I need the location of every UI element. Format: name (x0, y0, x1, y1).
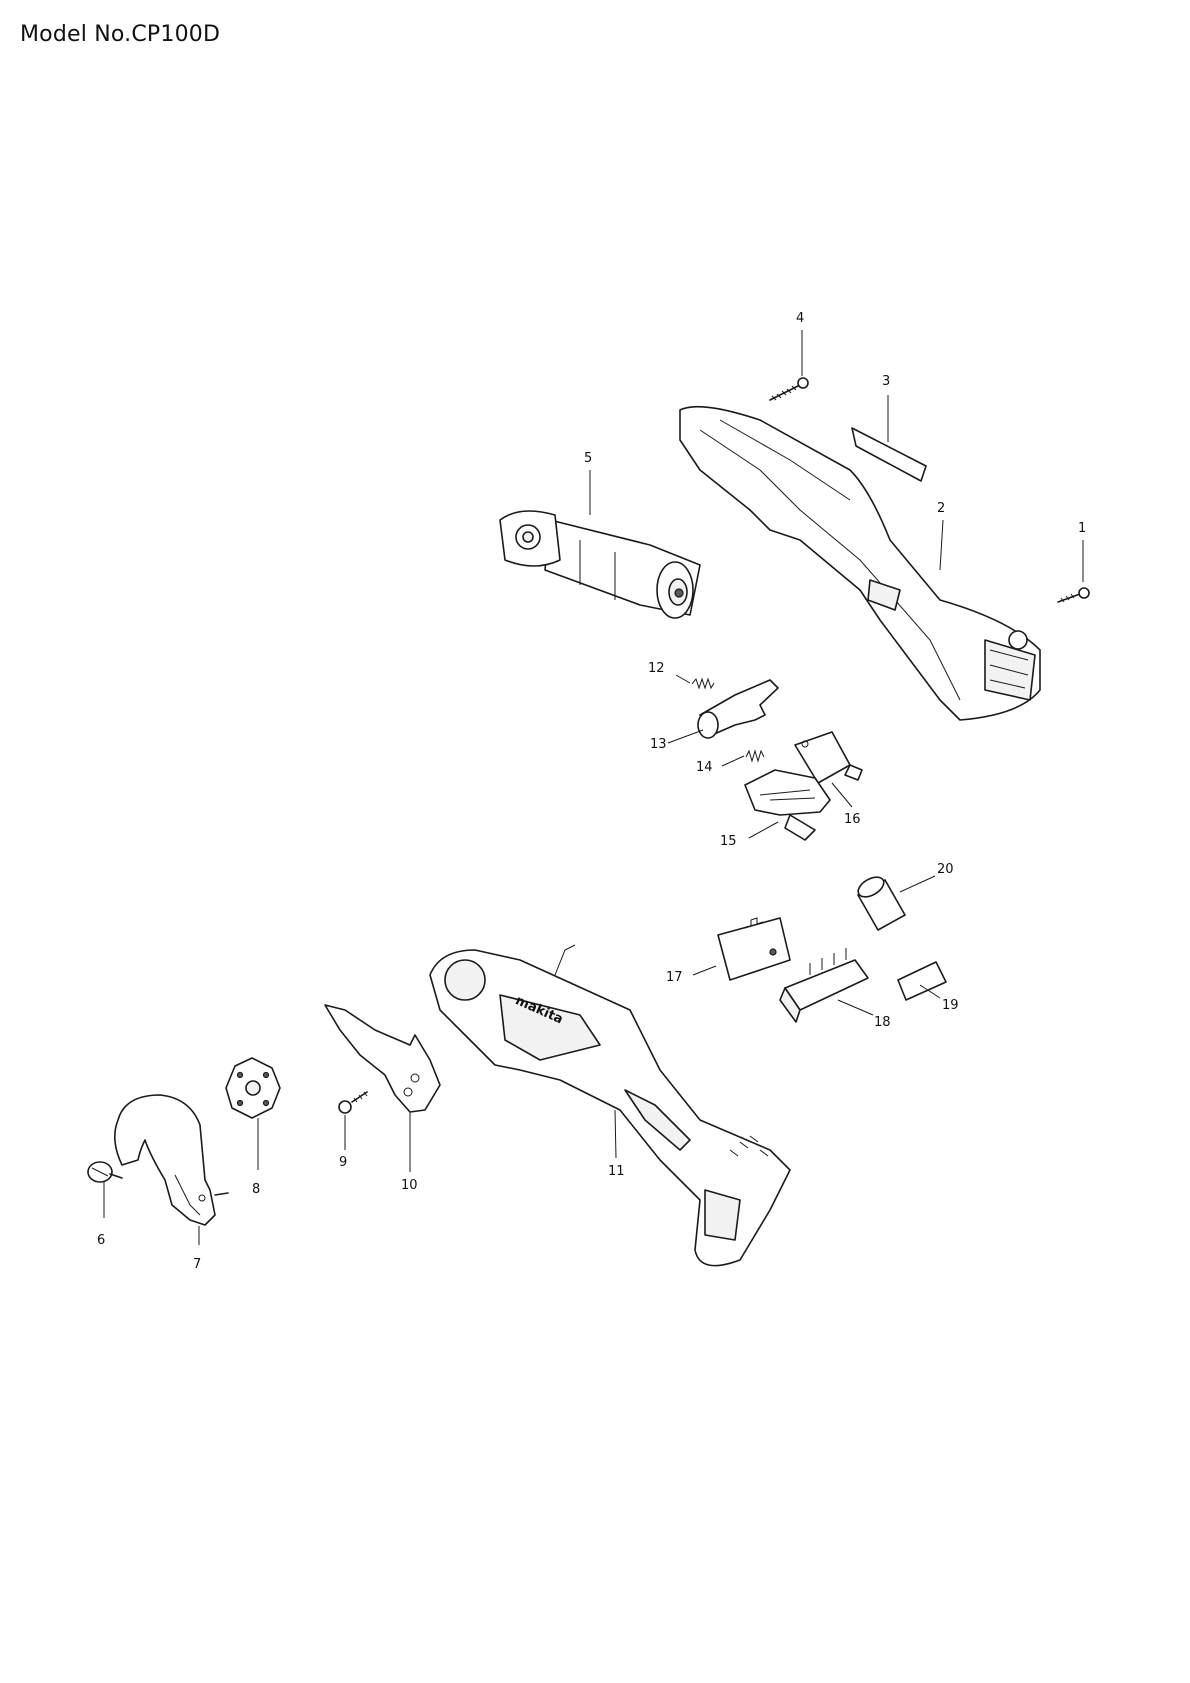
callout-20: 20 (937, 862, 954, 877)
part-16-switch: 16 (794, 731, 863, 827)
callout-6: 6 (97, 1233, 105, 1248)
callout-19: 19 (942, 998, 959, 1013)
callout-15: 15 (720, 834, 737, 849)
callout-16: 16 (844, 812, 861, 827)
part-20-cylinder: 20 (857, 862, 954, 931)
part-9-screw: 9 (338, 1091, 368, 1170)
part-8-plate: 8 (225, 1057, 281, 1197)
part-7-hook-guide: 7 (114, 1094, 229, 1272)
callout-7: 7 (193, 1257, 201, 1272)
callout-8: 8 (252, 1182, 260, 1197)
part-2-housing-right: 2 (679, 405, 1041, 721)
part-19-plate: 19 (897, 961, 959, 1013)
part-11-housing-left: makita 11 (429, 944, 791, 1267)
part-6-knob: 6 (87, 1161, 123, 1248)
model-number-title: Model No.CP100D (20, 22, 221, 47)
callout-5: 5 (584, 451, 592, 466)
part-1-screw: 1 (1057, 521, 1090, 603)
callout-13: 13 (650, 737, 667, 752)
part-13-trigger: 13 (650, 679, 779, 752)
part-4-screw: 4 (769, 311, 809, 401)
callout-14: 14 (696, 760, 713, 775)
part-5-motor: 5 (499, 451, 701, 619)
callout-17: 17 (666, 970, 683, 985)
callout-11: 11 (608, 1164, 625, 1179)
part-12-spring: 12 (648, 661, 715, 690)
callout-12: 12 (648, 661, 665, 676)
part-15-carrier: 15 (720, 769, 831, 849)
part-10-blade: 10 (324, 1004, 441, 1193)
part-18-controller: 18 (779, 948, 891, 1030)
callout-10: 10 (401, 1178, 418, 1193)
callout-2: 2 (937, 501, 945, 516)
callout-3: 3 (882, 374, 890, 389)
callout-18: 18 (874, 1015, 891, 1030)
callout-4: 4 (796, 311, 804, 326)
part-17-block: 17 (666, 917, 791, 985)
callout-1: 1 (1078, 521, 1086, 536)
part-14-spring: 14 (696, 749, 765, 775)
callout-9: 9 (339, 1155, 347, 1170)
part-3-label: 3 (851, 374, 927, 482)
